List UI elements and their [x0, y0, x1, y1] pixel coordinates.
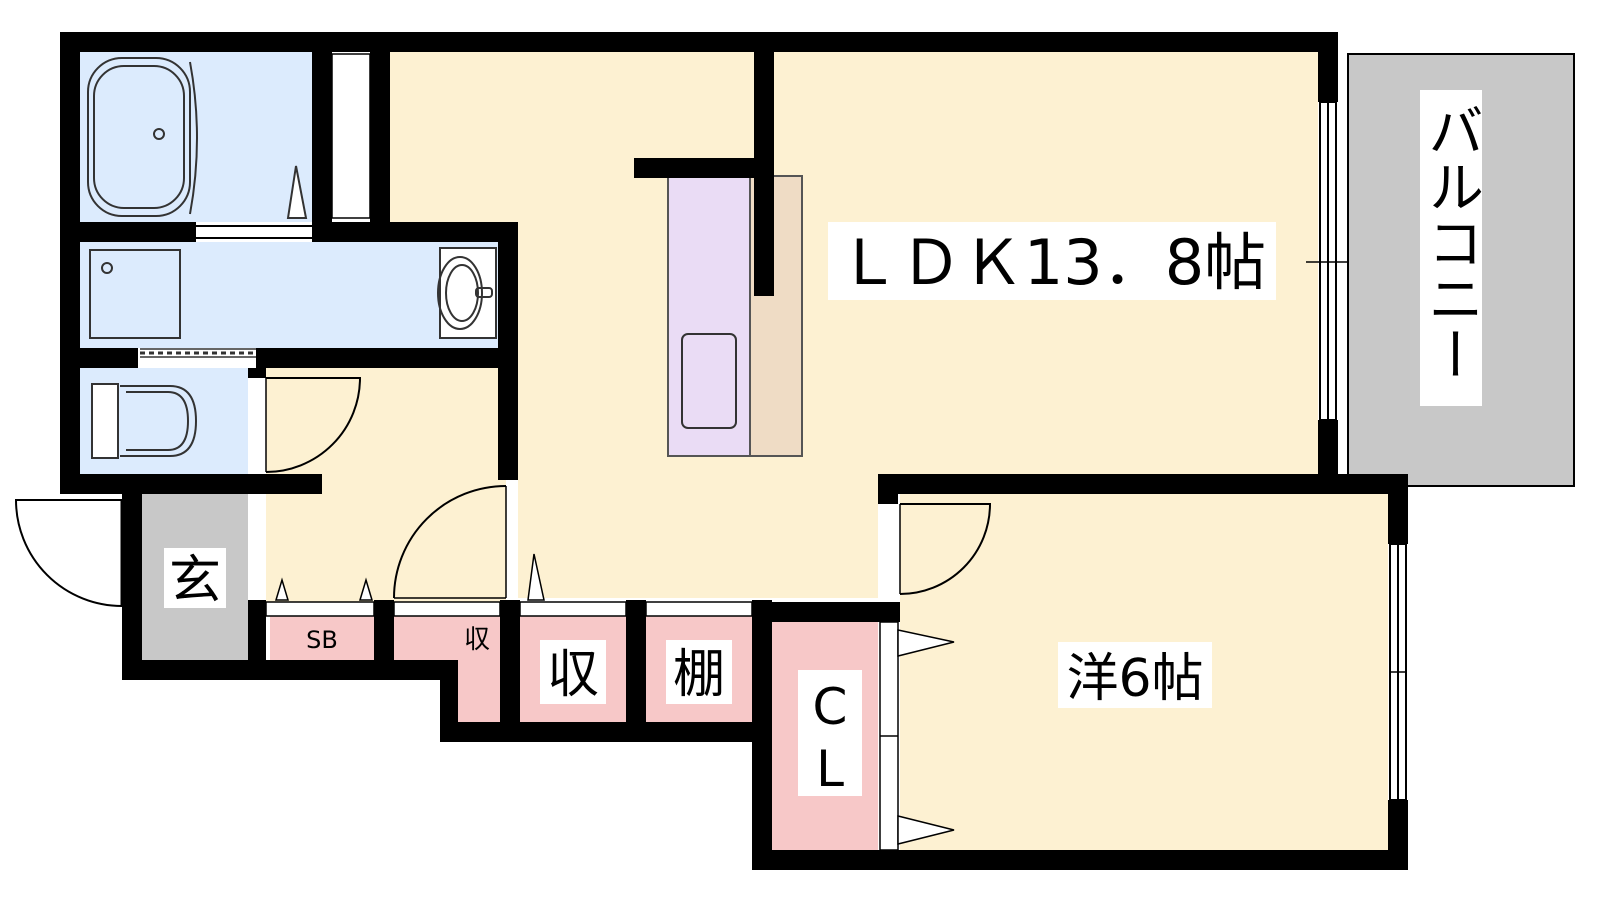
balcony-label: バルコニー — [1419, 102, 1484, 382]
kitchen-counter — [667, 175, 803, 457]
closet-label-bottom: L — [816, 740, 844, 798]
shelf-label-bg — [666, 640, 732, 704]
western-door-swing — [899, 503, 992, 595]
washing-machine-pan-icon — [89, 249, 181, 339]
toilet-door-swing — [265, 377, 362, 473]
kitchen-sink-icon — [681, 333, 737, 429]
bathtub-icon — [87, 57, 308, 219]
shoe-box-floor — [270, 616, 374, 660]
ldk-label: ＬＤＫ13．8帖 — [838, 226, 1266, 299]
storage-label: 収 — [547, 645, 599, 705]
toilet-icon — [91, 383, 198, 459]
washbasin-icon — [437, 247, 497, 339]
entrance-label: 玄 — [169, 551, 221, 611]
kitchen-counter-base — [667, 175, 751, 457]
entrance-label-bg — [164, 548, 226, 608]
walls — [60, 32, 1408, 870]
ldk-floor — [390, 52, 1318, 598]
storage-doors — [265, 553, 955, 851]
closet-label-top: C — [813, 678, 848, 736]
closet-label-bg — [798, 670, 862, 796]
room-labels: ＬＤＫ13．8帖 洋6帖 バルコニー 玄 SB 収 収 棚 C L — [164, 90, 1484, 798]
washroom-towel-rail-icon — [140, 348, 256, 358]
small-storage-floor — [394, 616, 500, 722]
ldk-label-bg — [828, 222, 1276, 300]
small-storage-label: 収 — [464, 625, 490, 655]
ldk-door-swing — [393, 485, 507, 599]
storage-label-bg — [540, 640, 606, 704]
shelf-label: 棚 — [673, 645, 725, 705]
windows — [331, 53, 1407, 801]
western-label-bg — [1058, 642, 1212, 708]
bath-window — [331, 53, 371, 219]
shoe-box-label: SB — [306, 626, 338, 654]
entrance-door-swing — [14, 499, 123, 607]
western-room-label: 洋6帖 — [1066, 649, 1203, 709]
washroom-floor — [80, 242, 500, 348]
doors — [14, 225, 992, 607]
balcony-label-bg — [1420, 90, 1482, 406]
